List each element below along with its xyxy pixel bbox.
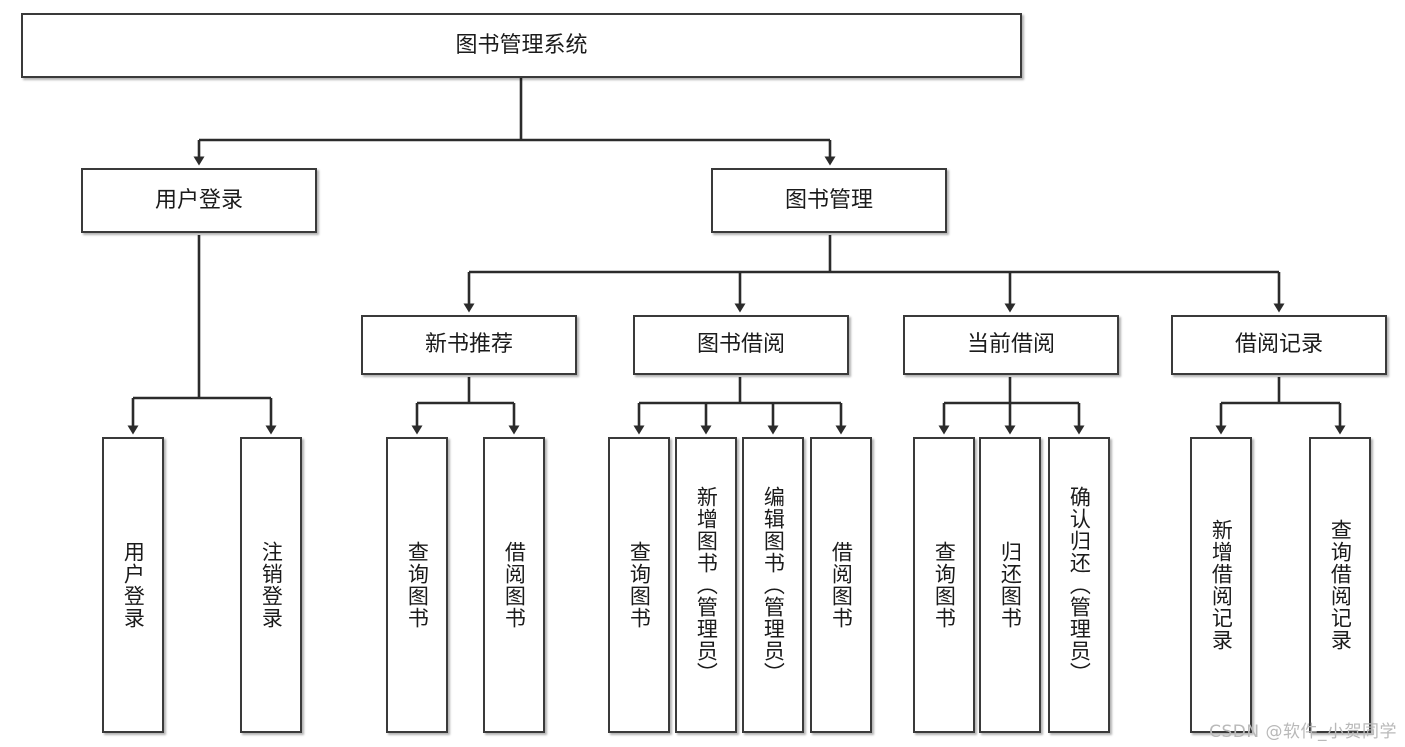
node-root[interactable]: 图书管理系统 <box>21 13 1022 78</box>
watermark: CSDN @软件_小贺同学 <box>1209 722 1397 742</box>
node-label: 确认归还（管理员） <box>1067 486 1092 684</box>
node-label: 借阅图书 <box>829 541 854 629</box>
node-label: 图书管理 <box>784 187 873 213</box>
leaf-logout[interactable]: 注销登录 <box>240 437 302 733</box>
leaf-query-book-current[interactable]: 查询图书 <box>913 437 975 733</box>
leaf-edit-book-admin[interactable]: 编辑图书（管理员） <box>742 437 804 733</box>
node-label: 借阅记录 <box>1234 332 1323 358</box>
node-label: 编辑图书（管理员） <box>761 486 786 684</box>
node-book-management[interactable]: 图书管理 <box>711 168 947 233</box>
node-new-book-recommend[interactable]: 新书推荐 <box>361 315 577 375</box>
node-current-borrow[interactable]: 当前借阅 <box>903 315 1119 375</box>
node-user-login[interactable]: 用户登录 <box>81 168 317 233</box>
node-book-borrow[interactable]: 图书借阅 <box>633 315 849 375</box>
node-label: 新增借阅记录 <box>1209 519 1234 651</box>
leaf-query-borrow-record[interactable]: 查询借阅记录 <box>1309 437 1371 733</box>
node-label: 当前借阅 <box>966 332 1055 358</box>
node-label: 注销登录 <box>259 541 284 629</box>
leaf-query-book-borrow[interactable]: 查询图书 <box>608 437 670 733</box>
node-label: 用户登录 <box>154 187 243 213</box>
node-label: 归还图书 <box>998 541 1023 629</box>
leaf-add-borrow-record[interactable]: 新增借阅记录 <box>1190 437 1252 733</box>
leaf-user-login[interactable]: 用户登录 <box>102 437 164 733</box>
leaf-borrow-book[interactable]: 借阅图书 <box>810 437 872 733</box>
node-label: 新增图书（管理员） <box>694 486 719 684</box>
leaf-return-book[interactable]: 归还图书 <box>979 437 1041 733</box>
leaf-query-book-new[interactable]: 查询图书 <box>386 437 448 733</box>
node-label: 查询图书 <box>405 541 430 629</box>
leaf-add-book-admin[interactable]: 新增图书（管理员） <box>675 437 737 733</box>
leaf-confirm-return-admin[interactable]: 确认归还（管理员） <box>1048 437 1110 733</box>
node-label: 图书借阅 <box>696 332 785 358</box>
node-borrow-record[interactable]: 借阅记录 <box>1171 315 1387 375</box>
node-label: 图书管理系统 <box>455 32 588 58</box>
node-label: 查询图书 <box>932 541 957 629</box>
node-label: 借阅图书 <box>502 541 527 629</box>
node-label: 查询借阅记录 <box>1328 519 1353 651</box>
node-label: 查询图书 <box>627 541 652 629</box>
leaf-borrow-book-new[interactable]: 借阅图书 <box>483 437 545 733</box>
node-label: 用户登录 <box>121 541 146 629</box>
node-label: 新书推荐 <box>424 332 513 358</box>
